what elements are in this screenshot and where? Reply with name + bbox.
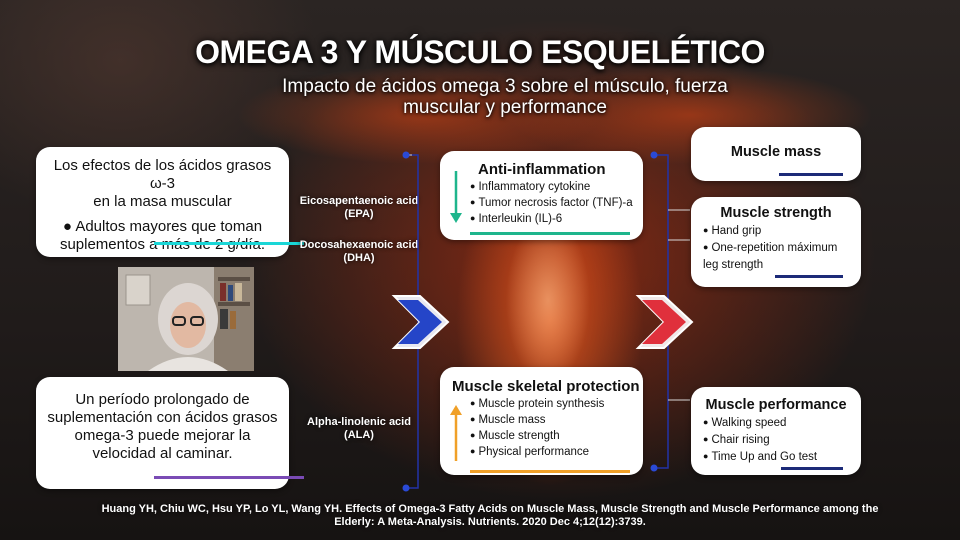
card-line-1: Los efectos de los ácidos grasos ω-3 xyxy=(53,157,272,192)
acid-epa-label: Eicosapentaenoic acid (EPA) xyxy=(299,195,419,220)
muscle-performance-card: Muscle performance Walking speed Chair r… xyxy=(691,387,861,475)
muscle-mass-card: Muscle mass xyxy=(691,127,861,181)
muscle-protection-card: Muscle skeletal protection Muscle protei… xyxy=(440,367,643,475)
anti-item: Interleukin (IL)-6 xyxy=(470,211,633,227)
strength-item: One-repetition máximum leg strength xyxy=(703,240,855,274)
teal-underline xyxy=(470,232,630,235)
acid-ala-label: Alpha-linolenic acid (ALA) xyxy=(307,416,411,441)
anti-item: Inflammatory cytokine xyxy=(470,179,633,195)
red-chevron-icon xyxy=(635,295,694,349)
walking-speed-card: Un período prolongado de suplementación … xyxy=(36,377,304,489)
omega3-muscle-mass-card: Los efectos de los ácidos grasos ω-3 en … xyxy=(36,147,304,257)
strength-item: Hand grip xyxy=(703,223,855,240)
card-line-2: en la masa muscular xyxy=(93,193,232,210)
performance-item: Walking speed xyxy=(703,415,817,432)
card-text: Un período prolongado de suplementación … xyxy=(47,391,278,462)
page-title: OMEGA 3 Y MÚSCULO ESQUELÉTICO xyxy=(195,34,765,70)
navy-underline xyxy=(781,467,843,470)
acid-dha-label: Docosahexaenoic acid (DHA) xyxy=(299,239,419,264)
page-subtitle: Impacto de ácidos omega 3 sobre el múscu… xyxy=(282,76,728,118)
anti-inflammation-title: Anti-inflammation xyxy=(478,161,606,178)
blue-chevron-icon xyxy=(391,295,450,349)
bullet-icon: ● xyxy=(62,218,76,235)
anti-inflammation-card: Anti-inflammation Inflammatory cytokine … xyxy=(440,151,643,240)
muscle-performance-title: Muscle performance xyxy=(705,397,847,413)
cyan-underline xyxy=(154,242,304,245)
performance-item: Chair rising xyxy=(703,432,817,449)
muscle-protection-title: Muscle skeletal protection xyxy=(452,378,640,395)
presenter-webcam-photo xyxy=(118,267,254,371)
navy-underline xyxy=(779,173,843,176)
orange-underline xyxy=(470,470,630,473)
citation-footer: Huang YH, Chiu WC, Hsu YP, Lo YL, Wang Y… xyxy=(101,503,879,528)
down-arrow-icon xyxy=(450,171,462,223)
protection-item: Muscle protein synthesis xyxy=(470,396,604,412)
muscle-strength-title: Muscle strength xyxy=(720,205,832,221)
performance-item: Time Up and Go test xyxy=(703,449,817,466)
muscle-strength-card: Muscle strength Hand grip One-repetition… xyxy=(691,197,861,287)
up-arrow-icon xyxy=(450,405,462,461)
protection-item: Muscle mass xyxy=(470,412,604,428)
muscle-mass-title: Muscle mass xyxy=(730,144,822,160)
anti-item: Tumor necrosis factor (TNF)-a xyxy=(470,195,632,211)
navy-underline xyxy=(775,275,843,278)
protection-item: Physical performance xyxy=(470,444,604,460)
protection-item: Muscle strength xyxy=(470,428,604,444)
purple-underline xyxy=(154,476,304,479)
